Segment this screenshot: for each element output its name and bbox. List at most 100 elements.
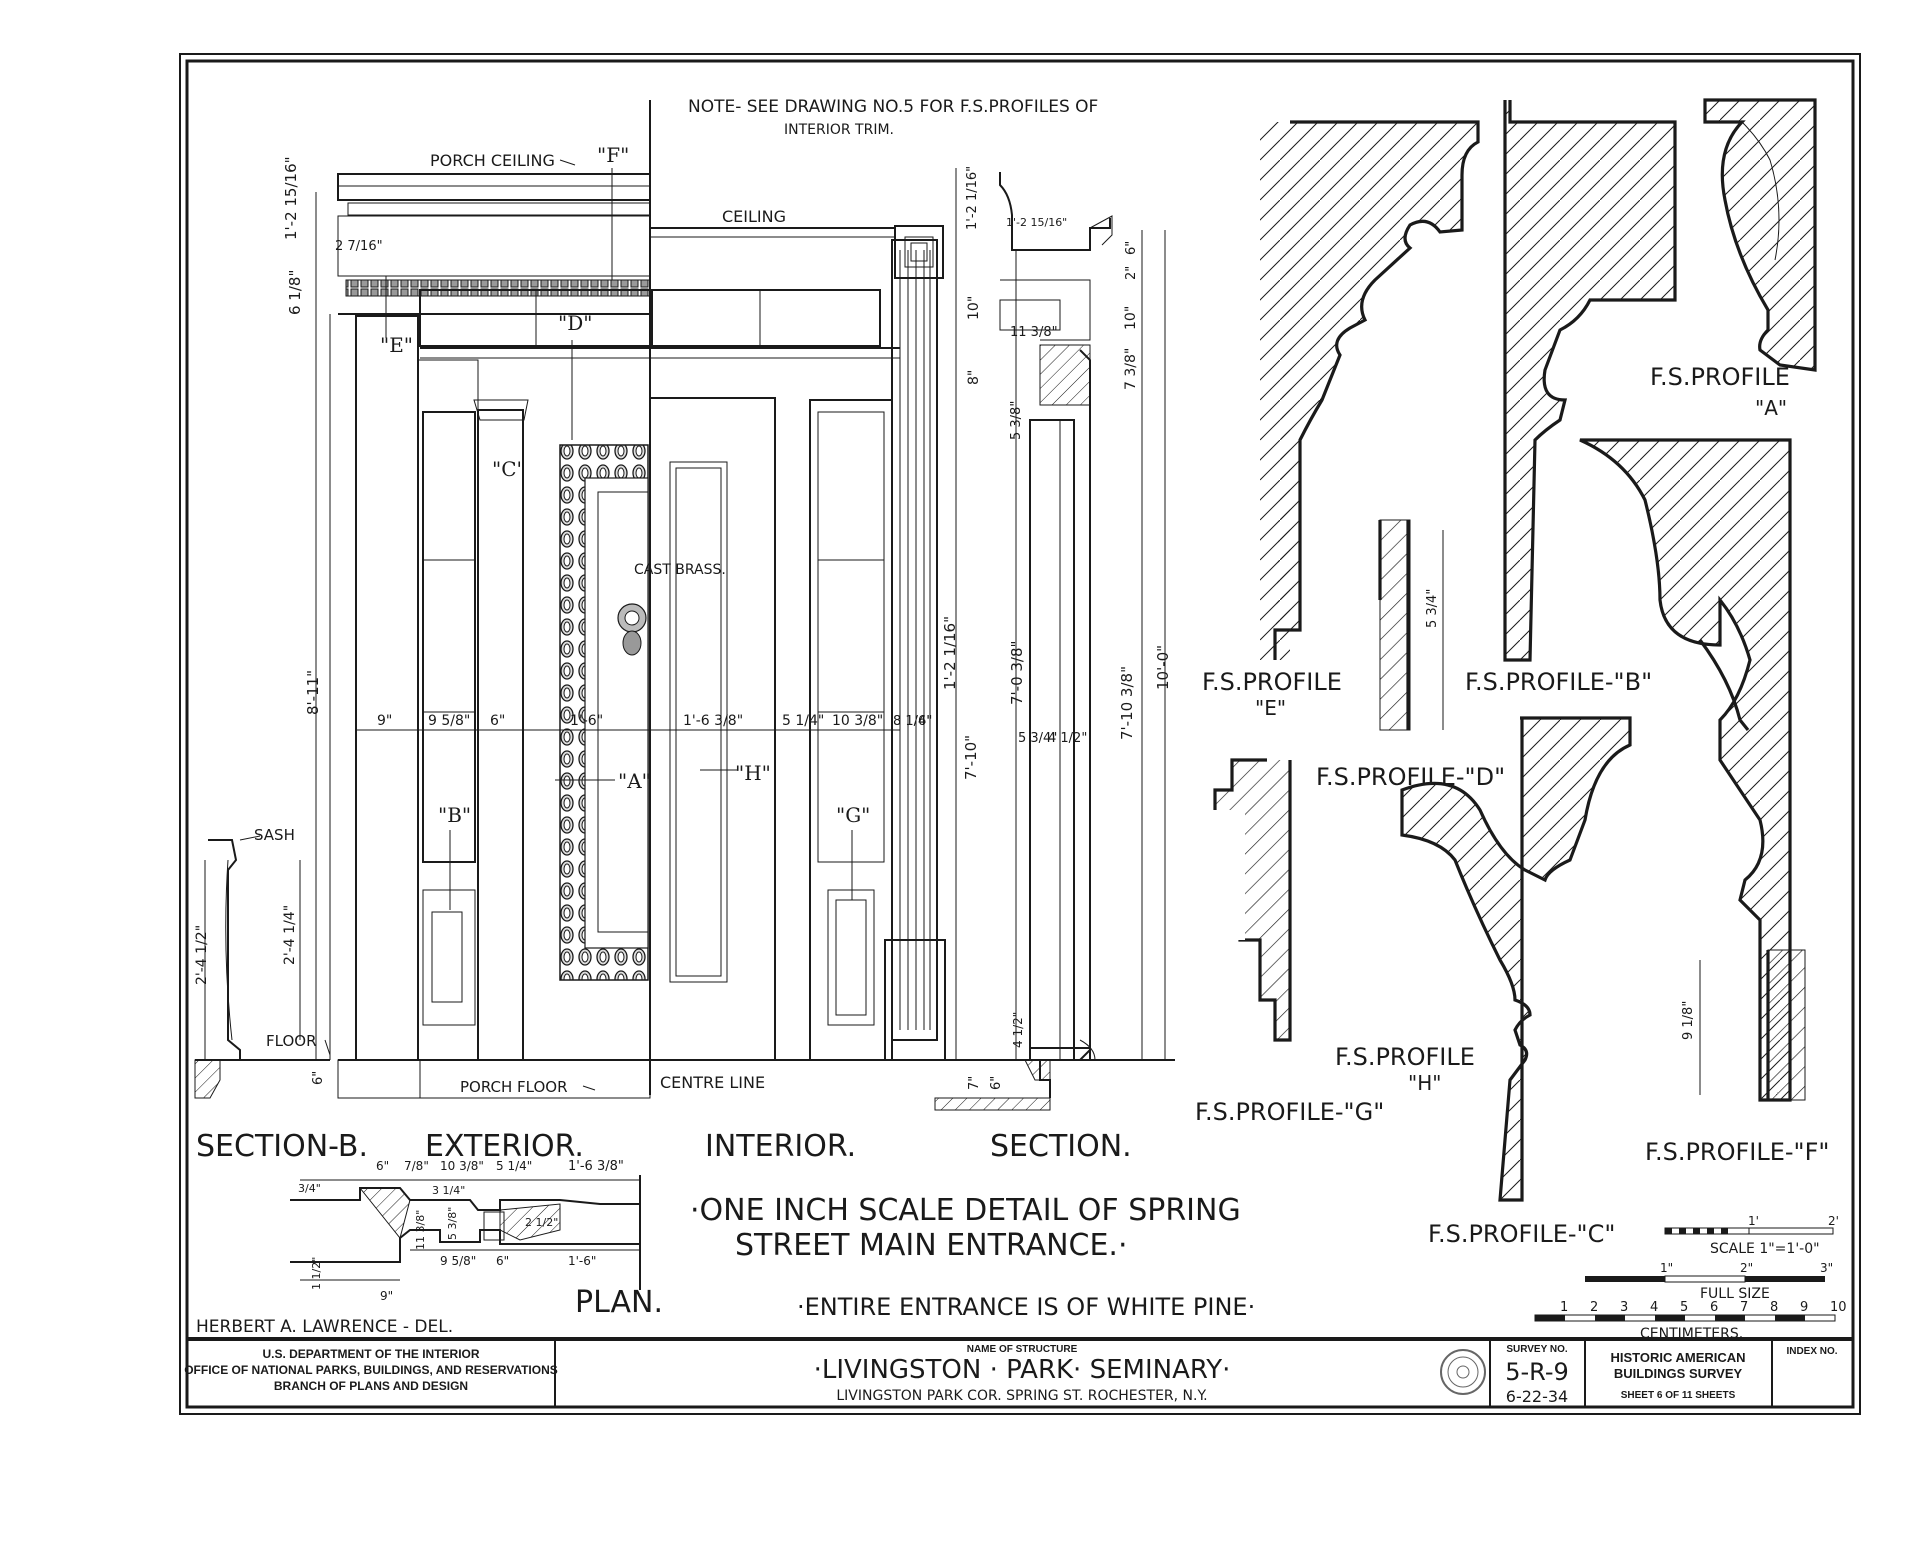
dim-8-1-4: 8 1/4" bbox=[893, 714, 932, 729]
dept-line2: OFFICE OF NATIONAL PARKS, BUILDINGS, AND… bbox=[184, 1363, 558, 1377]
cm-mark: 9 bbox=[1800, 1300, 1808, 1315]
cm-mark: 1 bbox=[1560, 1300, 1568, 1315]
section-mark-A: "A" bbox=[618, 769, 651, 793]
cm-mark: 8 bbox=[1770, 1300, 1778, 1315]
profile-A-line2: "A" bbox=[1755, 396, 1787, 420]
section-mark-F: "F" bbox=[597, 143, 629, 167]
section-label: SECTION. bbox=[990, 1129, 1132, 1164]
survey-date: 6-22-34 bbox=[1506, 1387, 1568, 1406]
dim-7-0-3-8: 7'-0 3/8" bbox=[1008, 641, 1026, 705]
plan-dim-9-5-8: 9 5/8" bbox=[440, 1254, 476, 1268]
delineator: HERBERT A. LAWRENCE - DEL. bbox=[196, 1317, 453, 1337]
dim-9-1-8: 9 1/8" bbox=[1681, 1001, 1696, 1040]
dim-7-10: 7'-10" bbox=[962, 735, 980, 780]
plan-dim-6b: 6" bbox=[496, 1254, 509, 1268]
plan-dim-9: 9" bbox=[380, 1289, 393, 1303]
dim-6-1-8: 6 1/8" bbox=[286, 270, 304, 315]
cm-segment bbox=[1715, 1315, 1745, 1321]
dim-1-2-1-16: 1'-2 1/16" bbox=[965, 166, 980, 230]
dim-4-1-2-b: 4 1/2" bbox=[1011, 1012, 1025, 1048]
cm-mark: 5 bbox=[1680, 1300, 1688, 1315]
dim-2c: 2" bbox=[1124, 266, 1139, 280]
section-mark-B: "B" bbox=[438, 803, 471, 827]
plan-dim-1-6: 1'-6" bbox=[568, 1254, 596, 1268]
profile-H-line2: "H" bbox=[1408, 1071, 1441, 1095]
profiles: 5 3/4" 9 1/8" F.S.PROFILE "A" F.S.PROFIL… bbox=[1195, 98, 1829, 1248]
cast-brass-knocker bbox=[617, 603, 647, 656]
main-title-line2: STREET MAIN ENTRANCE.· bbox=[735, 1228, 1128, 1263]
section-mark-H: "H" bbox=[735, 761, 771, 785]
main-title-line3: ·ENTIRE ENTRANCE IS OF WHITE PINE· bbox=[797, 1293, 1255, 1321]
cm-mark: 4 bbox=[1650, 1300, 1658, 1315]
exterior-label: EXTERIOR. bbox=[425, 1129, 584, 1164]
dim-1-6-3-8: 1'-6 3/8" bbox=[683, 713, 743, 729]
outer-border bbox=[179, 53, 1861, 1415]
cm-segment bbox=[1655, 1315, 1685, 1321]
dim-5-3-4: 5 3/4" bbox=[1018, 731, 1057, 746]
dim-10b: 10" bbox=[1123, 306, 1139, 330]
cm-mark: 3 bbox=[1620, 1300, 1628, 1315]
profile-E-line2: "E" bbox=[1255, 696, 1286, 720]
plan-dim-10-3-8: 10 3/8" bbox=[440, 1159, 484, 1173]
section-b-label: SECTION-B. bbox=[196, 1129, 368, 1164]
plan-dim-6: 6" bbox=[376, 1159, 389, 1173]
full-size-mark-2: 2" bbox=[1740, 1261, 1753, 1275]
plan-dim-3-4: 3/4" bbox=[298, 1182, 321, 1195]
profile-G: F.S.PROFILE-"G" bbox=[1195, 1098, 1384, 1126]
dim-6b: 6" bbox=[918, 714, 932, 729]
plan-dim-11-3-8: 11 3/8" bbox=[414, 1210, 427, 1250]
full-size-mark-3: 3" bbox=[1820, 1261, 1833, 1275]
plan-dim-2-1-2: 2 1/2" bbox=[525, 1216, 558, 1229]
scale-mark-2: 2' bbox=[1828, 1214, 1839, 1228]
scale-mark-1: 1' bbox=[1748, 1214, 1759, 1228]
cm-segment bbox=[1775, 1315, 1805, 1321]
habs-line2: BUILDINGS SURVEY bbox=[1614, 1366, 1743, 1381]
dim-1-2-15-16: 1'-2 15/16" bbox=[282, 156, 300, 240]
name-of-structure-label: NAME OF STRUCTURE bbox=[967, 1344, 1078, 1355]
dim-7-10-3-8: 7'-10 3/8" bbox=[1118, 666, 1136, 740]
dim-7-3-8: 7 3/8" bbox=[1123, 348, 1139, 390]
note-line2: INTERIOR TRIM. bbox=[784, 122, 894, 138]
graphic-scales: 1' 2' SCALE 1"=1'-0" 1" 2" 3" FULL SIZE … bbox=[1534, 1214, 1847, 1342]
dim-6c: 6" bbox=[1124, 241, 1139, 255]
dim-5-3-8: 5 3/8" bbox=[1009, 401, 1024, 440]
cm-mark: 2 bbox=[1590, 1300, 1598, 1315]
interior-label: INTERIOR. bbox=[705, 1129, 856, 1164]
floor-label: FLOOR bbox=[266, 1032, 317, 1050]
dim-6: 6" bbox=[490, 713, 505, 729]
elevation: PORCH CEILING "F" "E" "C" "D" bbox=[194, 100, 1175, 1111]
porch-floor-label: PORCH FLOOR bbox=[460, 1078, 568, 1096]
dim-1-2-15-16-b: 1'-2 15/16" bbox=[1006, 216, 1067, 229]
profile-C: F.S.PROFILE-"C" bbox=[1428, 1220, 1615, 1248]
centimeters-label: CENTIMETERS. bbox=[1640, 1326, 1743, 1342]
dim-10: 10" bbox=[966, 296, 982, 320]
section-mark-G: "G" bbox=[836, 803, 870, 827]
dim-6e: 6" bbox=[311, 1071, 326, 1085]
structure-location: LIVINGSTON PARK COR. SPRING ST. ROCHESTE… bbox=[836, 1388, 1207, 1404]
section-mark-E: "E" bbox=[380, 333, 413, 357]
full-size-label: FULL SIZE bbox=[1700, 1286, 1770, 1302]
dim-1-6: 1'-6" bbox=[570, 713, 603, 729]
plan-dim-5-1-4: 5 1/4" bbox=[496, 1159, 532, 1173]
dept-line1: U.S. DEPARTMENT OF THE INTERIOR bbox=[262, 1347, 479, 1361]
dim-2-7-16: 2 7/16" bbox=[335, 239, 383, 254]
main-title-line1: ·ONE INCH SCALE DETAIL OF SPRING bbox=[690, 1193, 1241, 1228]
dim-8-11: 8'-11" bbox=[304, 670, 322, 715]
plan-dim-1-1-2: 1 1/2" bbox=[310, 1257, 323, 1290]
index-no-label: INDEX NO. bbox=[1786, 1346, 1837, 1357]
cm-segment bbox=[1595, 1315, 1625, 1321]
dim-8: 8" bbox=[966, 370, 982, 385]
cm-mark: 10 bbox=[1830, 1300, 1847, 1315]
title-block: U.S. DEPARTMENT OF THE INTERIOR OFFICE O… bbox=[184, 1339, 1854, 1408]
dim-9-5-8: 9 5/8" bbox=[428, 713, 470, 729]
scale-label: SCALE 1"=1'-0" bbox=[1710, 1241, 1820, 1257]
plan-dim-1-6-3-8: 1'-6 3/8" bbox=[568, 1159, 624, 1174]
dim-4-1-2: 4 1/2" bbox=[1048, 731, 1087, 746]
habs-line1: HISTORIC AMERICAN bbox=[1610, 1350, 1745, 1365]
cm-mark: 7 bbox=[1740, 1300, 1748, 1315]
plan-drawing: 6" 7/8" 10 3/8" 5 1/4" 1'-6 3/8" 3/4" 3 … bbox=[290, 1159, 641, 1303]
note-line1: NOTE- SEE DRAWING NO.5 FOR F.S.PROFILES … bbox=[688, 97, 1098, 117]
dim-5-1-4: 5 1/4" bbox=[782, 713, 824, 729]
profile-H-line1: F.S.PROFILE bbox=[1335, 1043, 1475, 1071]
